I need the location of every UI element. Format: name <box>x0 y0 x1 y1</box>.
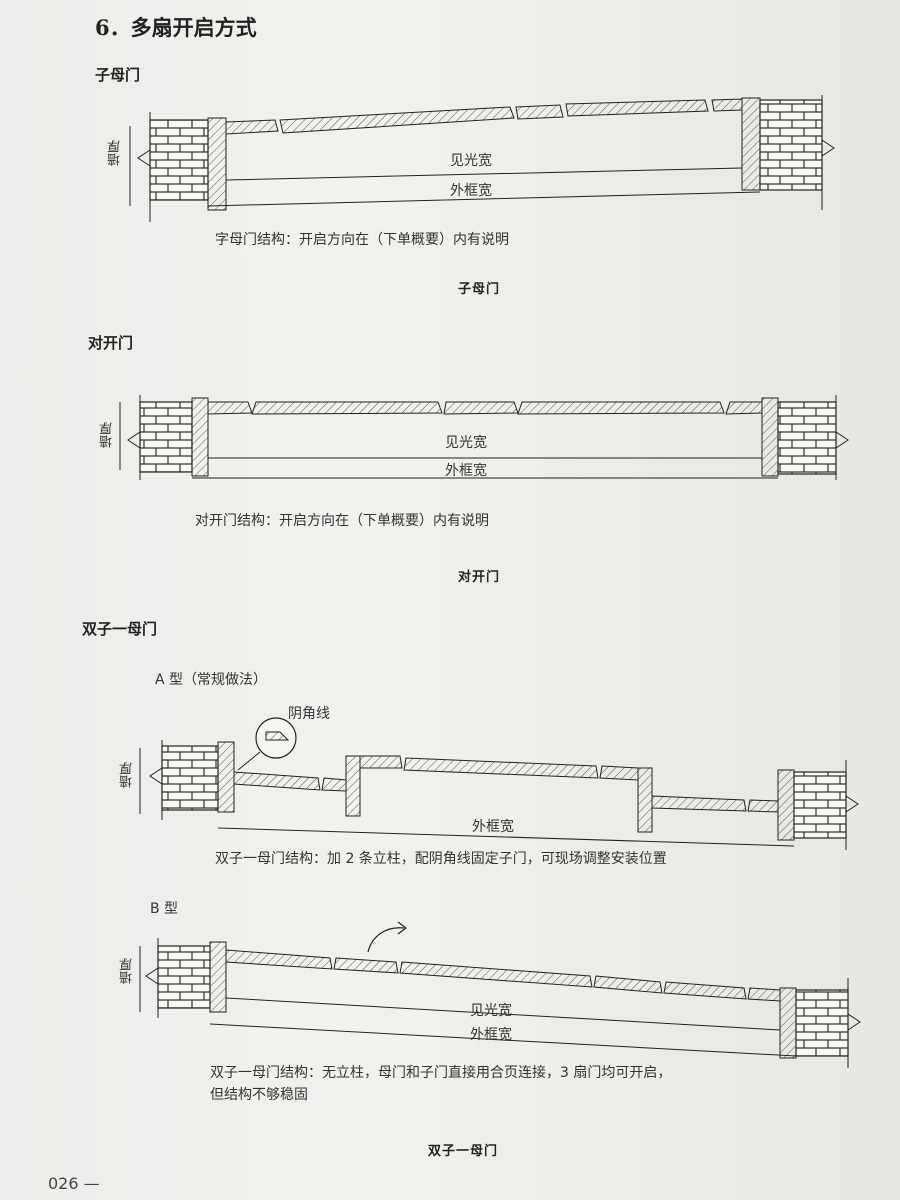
page-heading: 6．多扇开启方式 <box>95 15 257 40</box>
section-title-zimu: 子母门 <box>95 66 141 84</box>
clear-width-label: 见光宽 <box>470 1003 512 1019</box>
section-note-type-b-line2: 但结构不够稳固 <box>210 1087 308 1103</box>
page-number: 026 — <box>48 1174 100 1193</box>
section-note-type-a: 双子一母门结构：加 2 条立柱，配阴角线固定子门，可现场调整安装位置 <box>215 851 667 867</box>
frame-width-label: 外框宽 <box>470 1027 512 1043</box>
figure-caption-zimu: 子母门 <box>458 282 501 297</box>
type-b-label: B 型 <box>150 901 179 917</box>
frame-width-label: 外框宽 <box>445 463 487 479</box>
diagram-zimu-door <box>129 95 835 222</box>
diagram-type-b <box>139 921 861 1068</box>
section-title-double: 对开门 <box>88 334 134 352</box>
frame-width-label: 外框宽 <box>450 183 492 199</box>
wall-thickness-label: 墙厚 <box>120 762 135 788</box>
figure-caption-triple: 双子一母门 <box>428 1144 499 1159</box>
diagram-type-a <box>139 717 859 850</box>
clear-width-label: 见光宽 <box>445 435 487 451</box>
figure-caption-double: 对开门 <box>458 570 501 585</box>
section-note-zimu: 字母门结构：开启方向在（下单概要）内有说明 <box>215 232 509 248</box>
wall-thickness-label: 墙厚 <box>108 140 123 166</box>
frame-width-label: 外框宽 <box>472 819 514 835</box>
section-note-type-b-line1: 双子一母门结构：无立柱，母门和子门直接用合页连接，3 扇门均可开启， <box>210 1065 672 1081</box>
wall-thickness-label: 墙厚 <box>100 422 115 448</box>
clear-width-label: 见光宽 <box>450 153 492 169</box>
diagram-double-door <box>119 395 849 480</box>
wall-thickness-label: 墙厚 <box>120 958 135 984</box>
section-note-double: 对开门结构：开启方向在（下单概要）内有说明 <box>195 513 489 529</box>
section-title-triple: 双子一母门 <box>82 620 158 638</box>
type-a-label: A 型（常规做法） <box>155 672 268 688</box>
callout-label-corner-trim: 阴角线 <box>288 706 330 722</box>
